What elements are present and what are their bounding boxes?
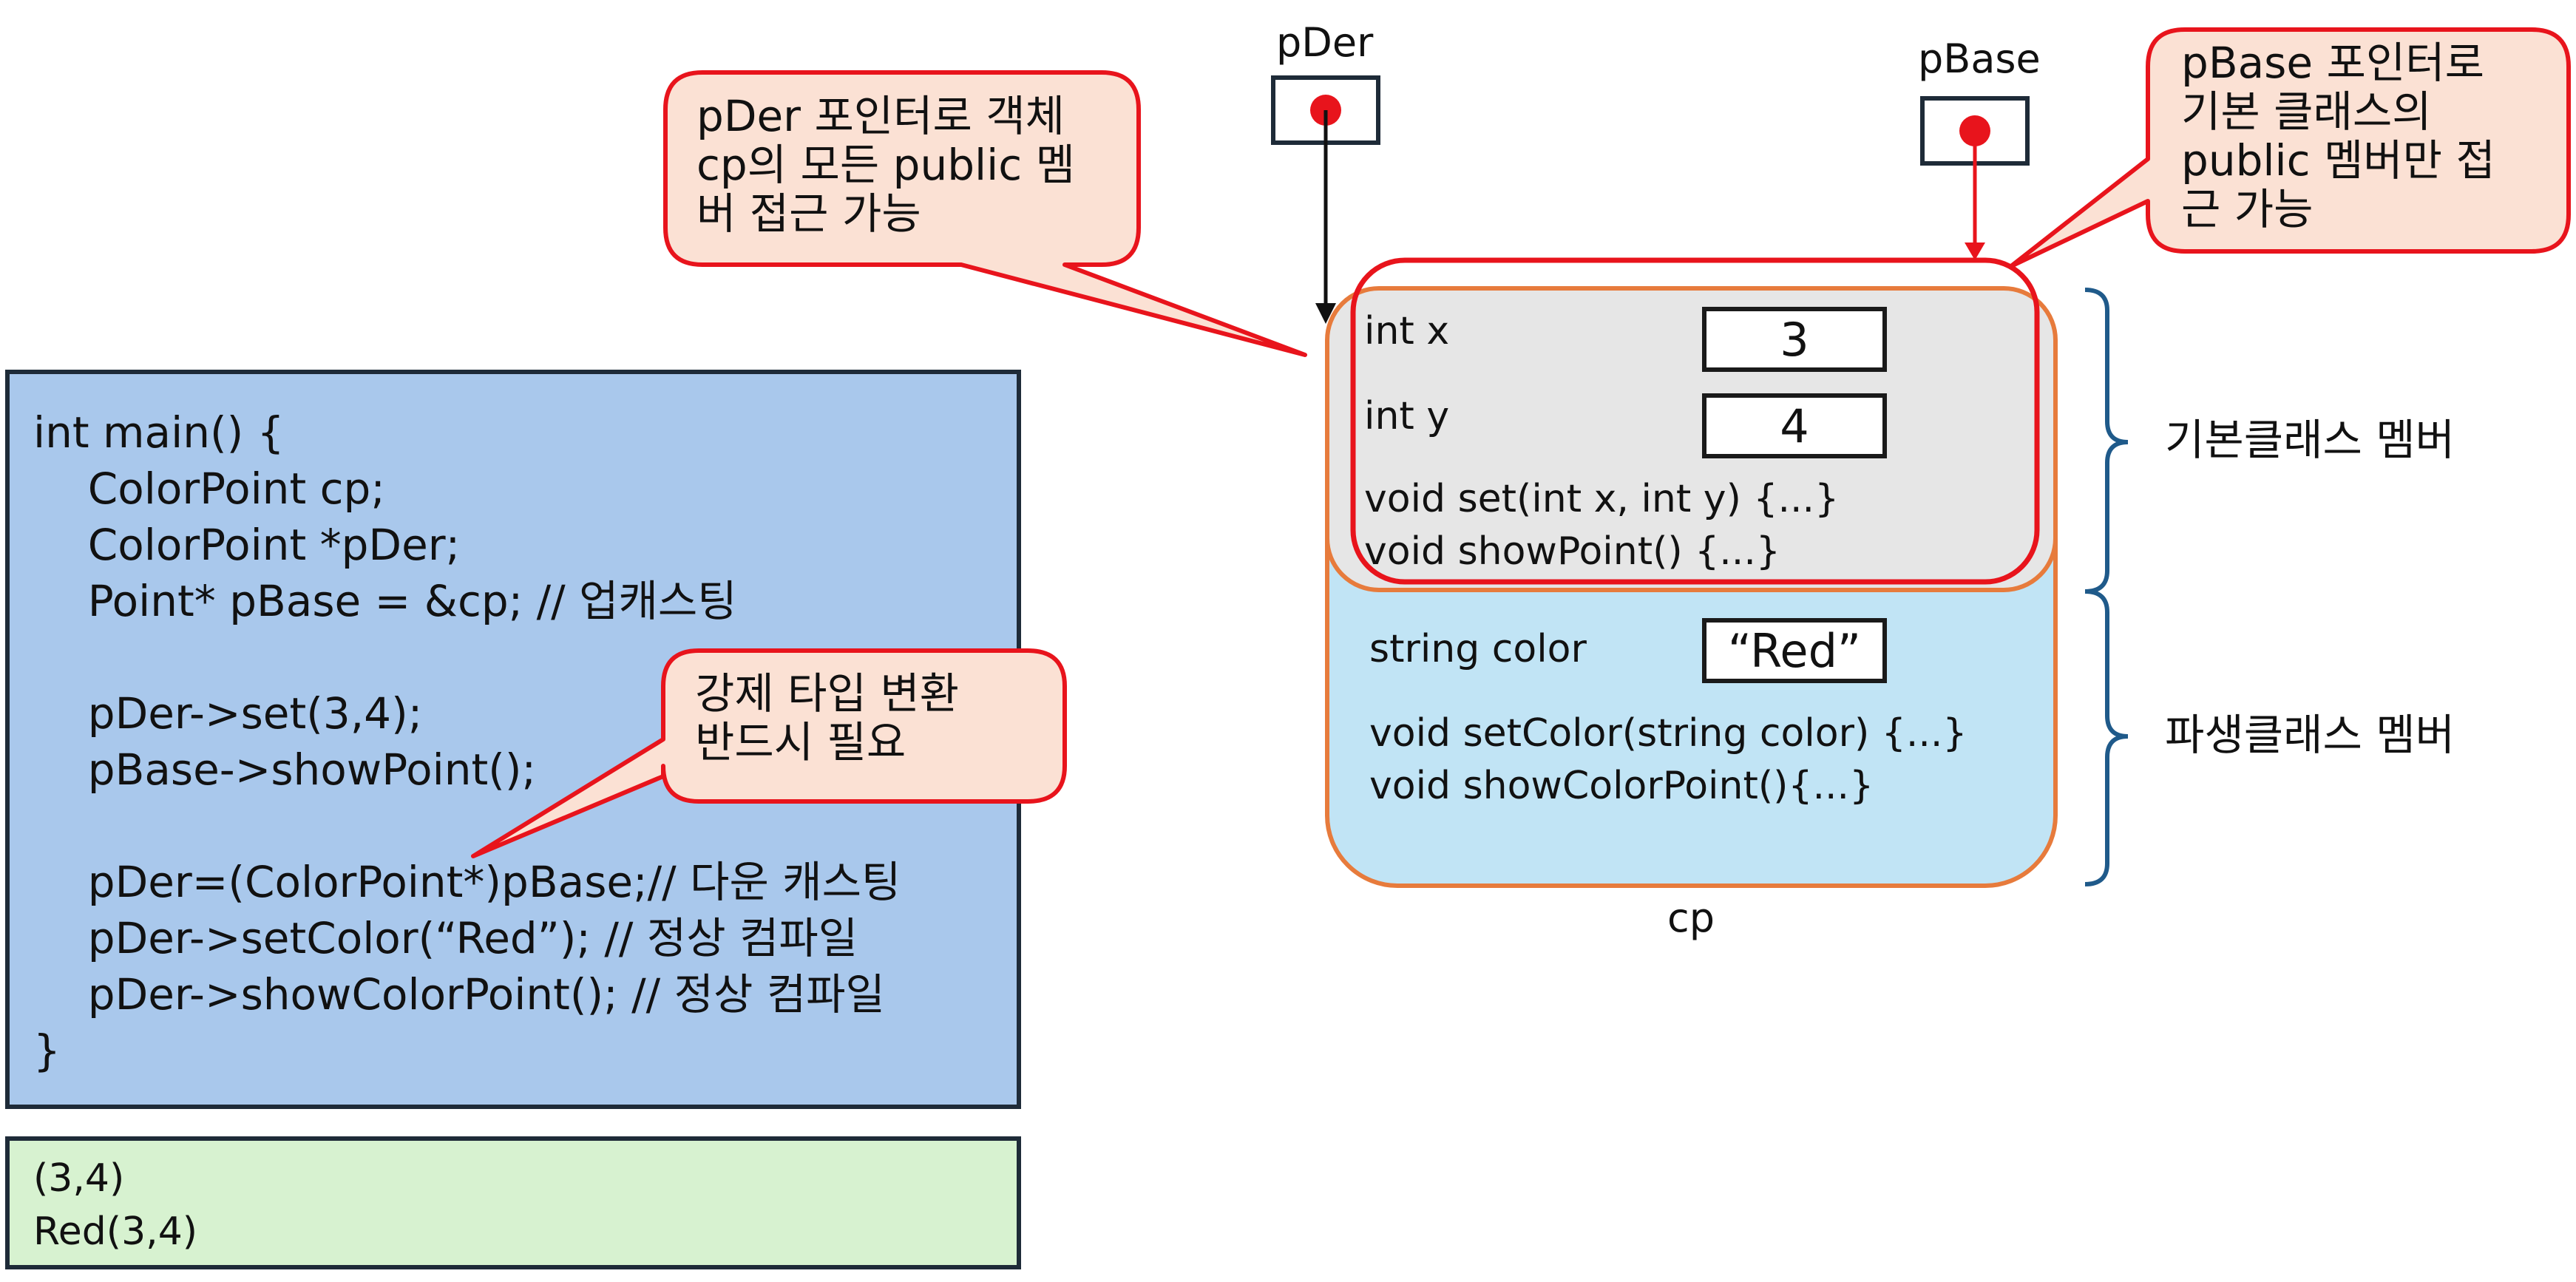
- code-line: pDer=(ColorPoint*)pBase;// 다운 캐스팅: [33, 857, 901, 907]
- code-line: pDer->setColor(“Red”); // 정상 컴파일: [33, 913, 858, 963]
- code-line: ColorPoint cp;: [33, 464, 385, 514]
- callout-pbase-access-text: pBase 포인터로 기본 클래스의 public 멤버만 접 근 가능: [2181, 38, 2495, 234]
- pbase-pointer-box: [1920, 96, 2030, 166]
- code-line: pDer->showColorPoint(); // 정상 컴파일: [33, 969, 885, 1020]
- object-name-label: cp: [1667, 895, 1715, 941]
- pder-label: pDer: [1276, 19, 1374, 66]
- member-showpoint-method: void showPoint() {...}: [1364, 529, 1780, 574]
- code-line: pBase->showPoint();: [33, 745, 537, 795]
- value-color: “Red”: [1702, 618, 1887, 683]
- member-string-color: string color: [1369, 627, 1587, 671]
- member-set-method: void set(int x, int y) {...}: [1364, 477, 1840, 521]
- pder-pointer-box: [1271, 75, 1380, 145]
- pder-arrowhead: [1315, 303, 1336, 324]
- base-members-label: 기본클래스 멤버: [2165, 415, 2455, 465]
- code-line: int main() {: [33, 407, 285, 458]
- output-panel: (3,4) Red(3,4): [5, 1136, 1021, 1269]
- pbase-label: pBase: [1918, 35, 2041, 82]
- pbase-pointer-dot: [1959, 115, 1990, 146]
- member-int-x: int x: [1364, 309, 1450, 353]
- value-x: 3: [1702, 307, 1887, 372]
- pbase-arrowhead: [1965, 243, 1985, 260]
- code-line: ColorPoint *pDer;: [33, 520, 461, 570]
- member-int-y: int y: [1364, 394, 1450, 438]
- member-setcolor-method: void setColor(string color) {...}: [1369, 711, 1967, 756]
- callout-pder-access-text: pDer 포인터로 객체 cp의 모든 public 멤 버 접근 가능: [696, 91, 1075, 239]
- member-showcolorpoint-method: void showColorPoint(){...}: [1369, 764, 1874, 808]
- pder-pointer-dot: [1310, 95, 1341, 126]
- derived-members-brace: [2084, 589, 2129, 886]
- value-y: 4: [1702, 393, 1887, 458]
- output-line: (3,4): [33, 1156, 125, 1201]
- code-line: }: [33, 1025, 61, 1076]
- output-line: Red(3,4): [33, 1210, 198, 1254]
- base-members-brace: [2084, 288, 2129, 594]
- callout-cast-required-text: 강제 타입 변환 반드시 필요: [695, 668, 960, 767]
- code-line: Point* pBase = &cp; // 업캐스팅: [33, 576, 737, 626]
- code-line: pDer->set(3,4);: [33, 688, 423, 739]
- derived-members-label: 파생클래스 멤버: [2165, 710, 2455, 760]
